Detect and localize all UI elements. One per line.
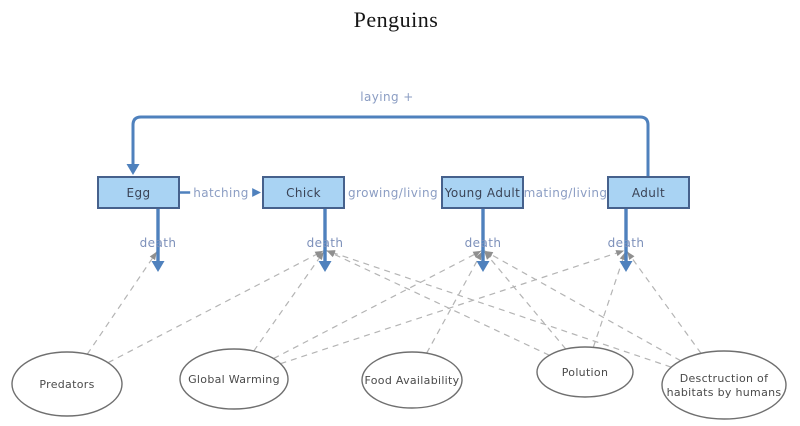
transition-arrowhead-icon: [250, 187, 261, 198]
death-link-line-chick-global_warming: [253, 249, 326, 352]
factor-label-destruction: Desctruction of: [680, 372, 769, 385]
death-link-arrowhead-icon: [484, 251, 492, 260]
stage-box-label: Chick: [286, 185, 321, 200]
death-link-arrowhead-icon: [314, 250, 324, 258]
death-link-arrowhead-icon: [326, 250, 336, 257]
death-link-arrowhead-icon: [316, 251, 324, 261]
death-label-young_adult: death: [464, 236, 502, 250]
laying-label: laying +: [357, 90, 417, 104]
death-link-arrowhead-icon: [475, 251, 483, 261]
factor-ellipse-predators[interactable]: [11, 351, 123, 417]
death-link-line-young_adult-food_availability: [426, 249, 484, 354]
factor-label-food_availability: Food Availability: [365, 374, 460, 387]
death-link-line-chick-polution: [324, 249, 550, 356]
factor-label-polution: Polution: [562, 366, 608, 379]
factor-ellipse-destruction[interactable]: [661, 350, 787, 420]
death-arrowhead-icon: [151, 261, 165, 272]
death-link-line-adult-global_warming: [280, 249, 627, 365]
death-arrowhead-icon: [476, 261, 490, 272]
death-arrowhead-icon: [619, 261, 633, 272]
death-arrowhead-icon: [318, 261, 332, 272]
transition-label-young_adult: mating/living: [520, 185, 611, 200]
death-link-line-young_adult-polution: [482, 249, 567, 350]
stage-box-label: Young Adult: [444, 185, 521, 200]
death-link-line-young_adult-global_warming: [273, 249, 484, 360]
factor-label-destruction: habitats by humans: [667, 386, 782, 399]
factor-ellipse-food_availability[interactable]: [361, 351, 463, 409]
death-label-chick: death: [306, 236, 344, 250]
death-link-arrowhead-icon: [149, 251, 157, 261]
stage-box-label: Egg: [126, 185, 151, 200]
factor-ellipse-global_warming[interactable]: [179, 348, 289, 410]
death-link-line-young_adult-destruction: [482, 249, 681, 362]
factor-label-global_warming: Global Warming: [188, 373, 280, 386]
diagram-title: Penguins: [353, 7, 439, 32]
death-link-line-egg-predators: [86, 249, 159, 355]
stage-box-young_adult[interactable]: Young Adult: [441, 176, 524, 209]
transition-label-egg: hatching: [190, 185, 252, 200]
factor-ellipse-polution[interactable]: [536, 346, 634, 398]
death-link-line-chick-destruction: [324, 249, 672, 368]
death-link-line-adult-polution: [592, 249, 627, 348]
stage-box-egg[interactable]: Egg: [97, 176, 180, 209]
death-link-line-chick-predators: [107, 249, 326, 364]
stage-box-adult[interactable]: Adult: [607, 176, 690, 209]
death-link-line-adult-destruction: [625, 249, 702, 354]
death-link-arrowhead-icon: [615, 250, 625, 257]
death-link-arrowhead-icon: [627, 251, 635, 260]
death-label-adult: death: [607, 236, 645, 250]
stage-box-chick[interactable]: Chick: [262, 176, 345, 209]
stage-box-label: Adult: [631, 185, 666, 200]
death-label-egg: death: [139, 236, 177, 250]
laying-arrowhead-icon: [126, 164, 140, 175]
death-link-arrowhead-icon: [472, 250, 482, 258]
death-link-arrowhead-icon: [484, 250, 494, 258]
laying-arc-line: [131, 115, 650, 176]
factor-label-predators: Predators: [39, 378, 94, 391]
transition-label-chick: growing/living: [345, 185, 441, 200]
